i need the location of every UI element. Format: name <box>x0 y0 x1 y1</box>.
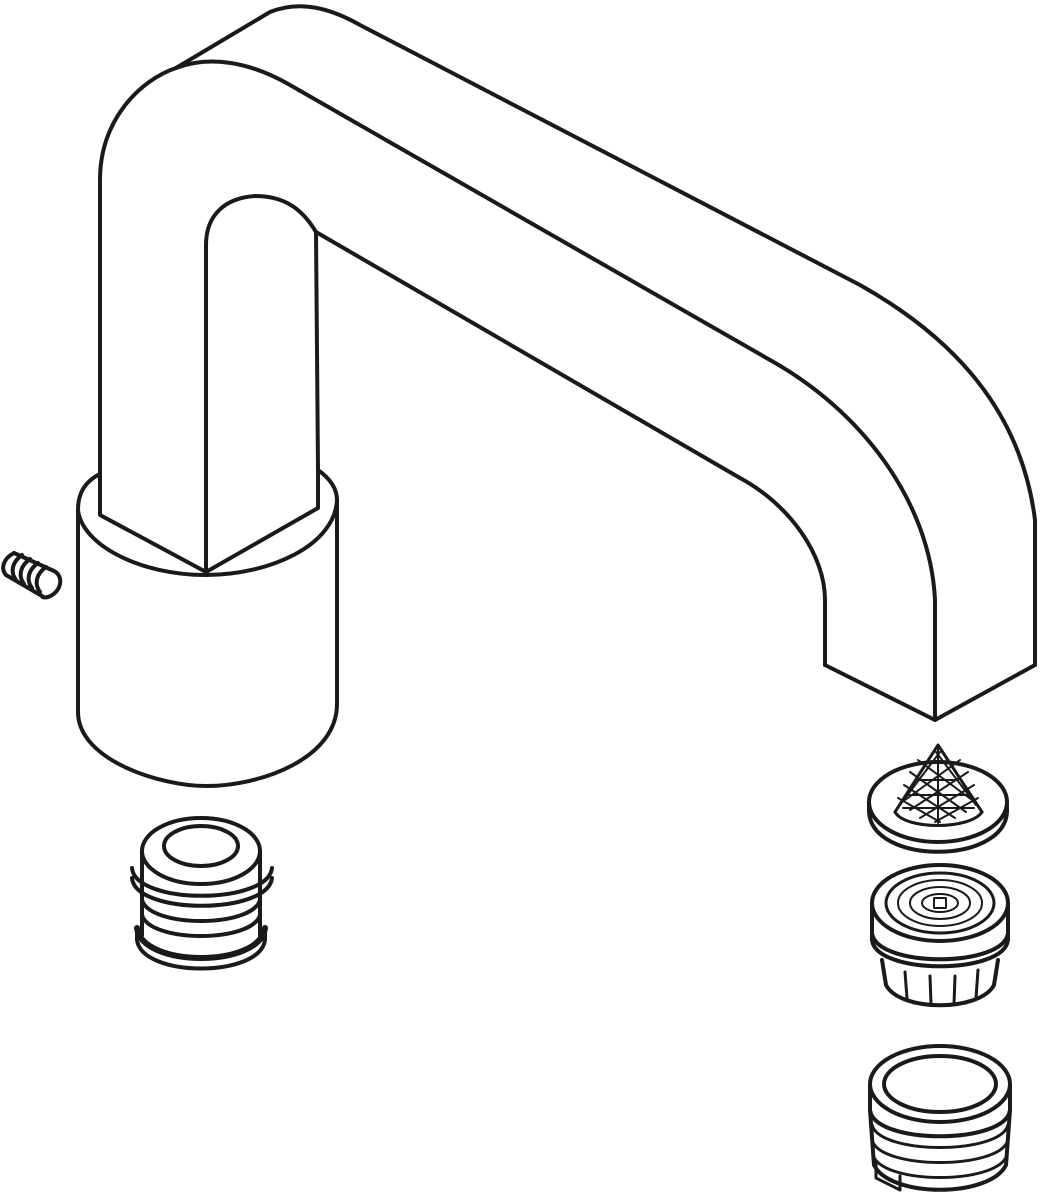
aerator-housing-icon <box>868 1044 1012 1192</box>
set-screw-icon <box>1 551 63 600</box>
o-ring-insert-icon <box>130 816 274 971</box>
faucet-spout-icon <box>76 4 1037 788</box>
mesh-screen-icon <box>867 743 1009 854</box>
aerator-insert-icon <box>870 863 1010 1008</box>
